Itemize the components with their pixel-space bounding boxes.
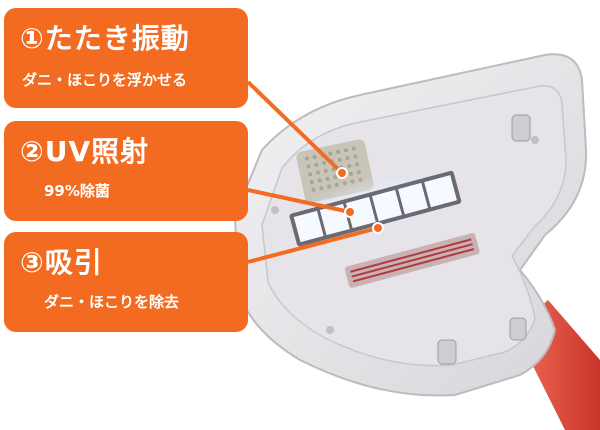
uv-lamp bbox=[277, 168, 463, 248]
leader-dots bbox=[336, 167, 384, 234]
feature-title: ①たたき振動 bbox=[20, 22, 190, 55]
feature-callout-suction: ③吸引 ダニ・ほこりを除去 bbox=[4, 232, 248, 332]
suction-slot bbox=[344, 232, 480, 288]
wheel-bottom-left bbox=[437, 339, 457, 365]
feature-subtitle: ダニ・ほこりを浮かせる bbox=[22, 71, 188, 89]
feature-callout-uv: ②UV照射 99%除菌 bbox=[4, 121, 248, 221]
screw-icon bbox=[271, 206, 279, 214]
feature-subtitle: 99%除菌 bbox=[44, 182, 110, 200]
wheel-bottom-right bbox=[509, 317, 527, 341]
screw-icon bbox=[326, 326, 334, 334]
feature-subtitle: ダニ・ほこりを除去 bbox=[44, 293, 180, 311]
leader-lines bbox=[246, 80, 379, 264]
feature-title: ②UV照射 bbox=[20, 135, 150, 168]
screw-icon bbox=[531, 136, 539, 144]
wheel-top-right bbox=[511, 114, 531, 142]
feature-callout-beating: ①たたき振動 ダニ・ほこりを浮かせる bbox=[4, 8, 248, 108]
feature-title: ③吸引 bbox=[20, 246, 103, 279]
